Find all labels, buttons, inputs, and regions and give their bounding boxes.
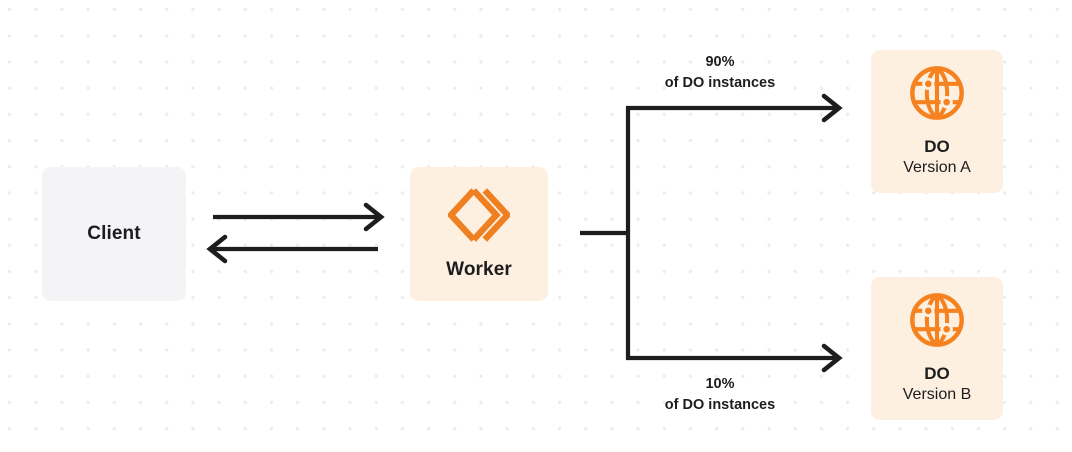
edge-label-do-a: 90% of DO instances: [598, 52, 842, 94]
node-do-b-label: DO: [924, 363, 950, 383]
arrow-worker-to-do-b: [626, 343, 843, 373]
durable-object-globe-icon: [910, 293, 964, 347]
arrow-worker-to-client: [206, 234, 378, 264]
edge-label-do-a-text: of DO instances: [664, 75, 776, 92]
node-do-a-label: DO: [924, 136, 950, 156]
cloudflare-workers-icon: [448, 187, 510, 242]
edge-label-do-a-percent: 90%: [705, 54, 735, 70]
node-worker-label: Worker: [446, 258, 512, 280]
node-do-version-a: DO Version A: [871, 50, 1003, 193]
arrow-worker-to-do-a: [626, 93, 843, 123]
arrow-client-to-worker: [213, 202, 385, 232]
node-client-label: Client: [87, 222, 141, 244]
node-do-version-b: DO Version B: [871, 277, 1003, 420]
edge-label-do-b: 10% of DO instances: [598, 374, 842, 416]
node-do-a-sublabel: Version A: [903, 159, 971, 177]
node-client: Client: [42, 167, 186, 301]
edge-label-do-b-percent: 10%: [705, 376, 735, 392]
edge-label-do-b-text: of DO instances: [664, 397, 776, 414]
node-worker: Worker: [410, 167, 548, 301]
durable-object-globe-icon: [910, 66, 964, 120]
node-do-b-sublabel: Version B: [902, 386, 972, 404]
